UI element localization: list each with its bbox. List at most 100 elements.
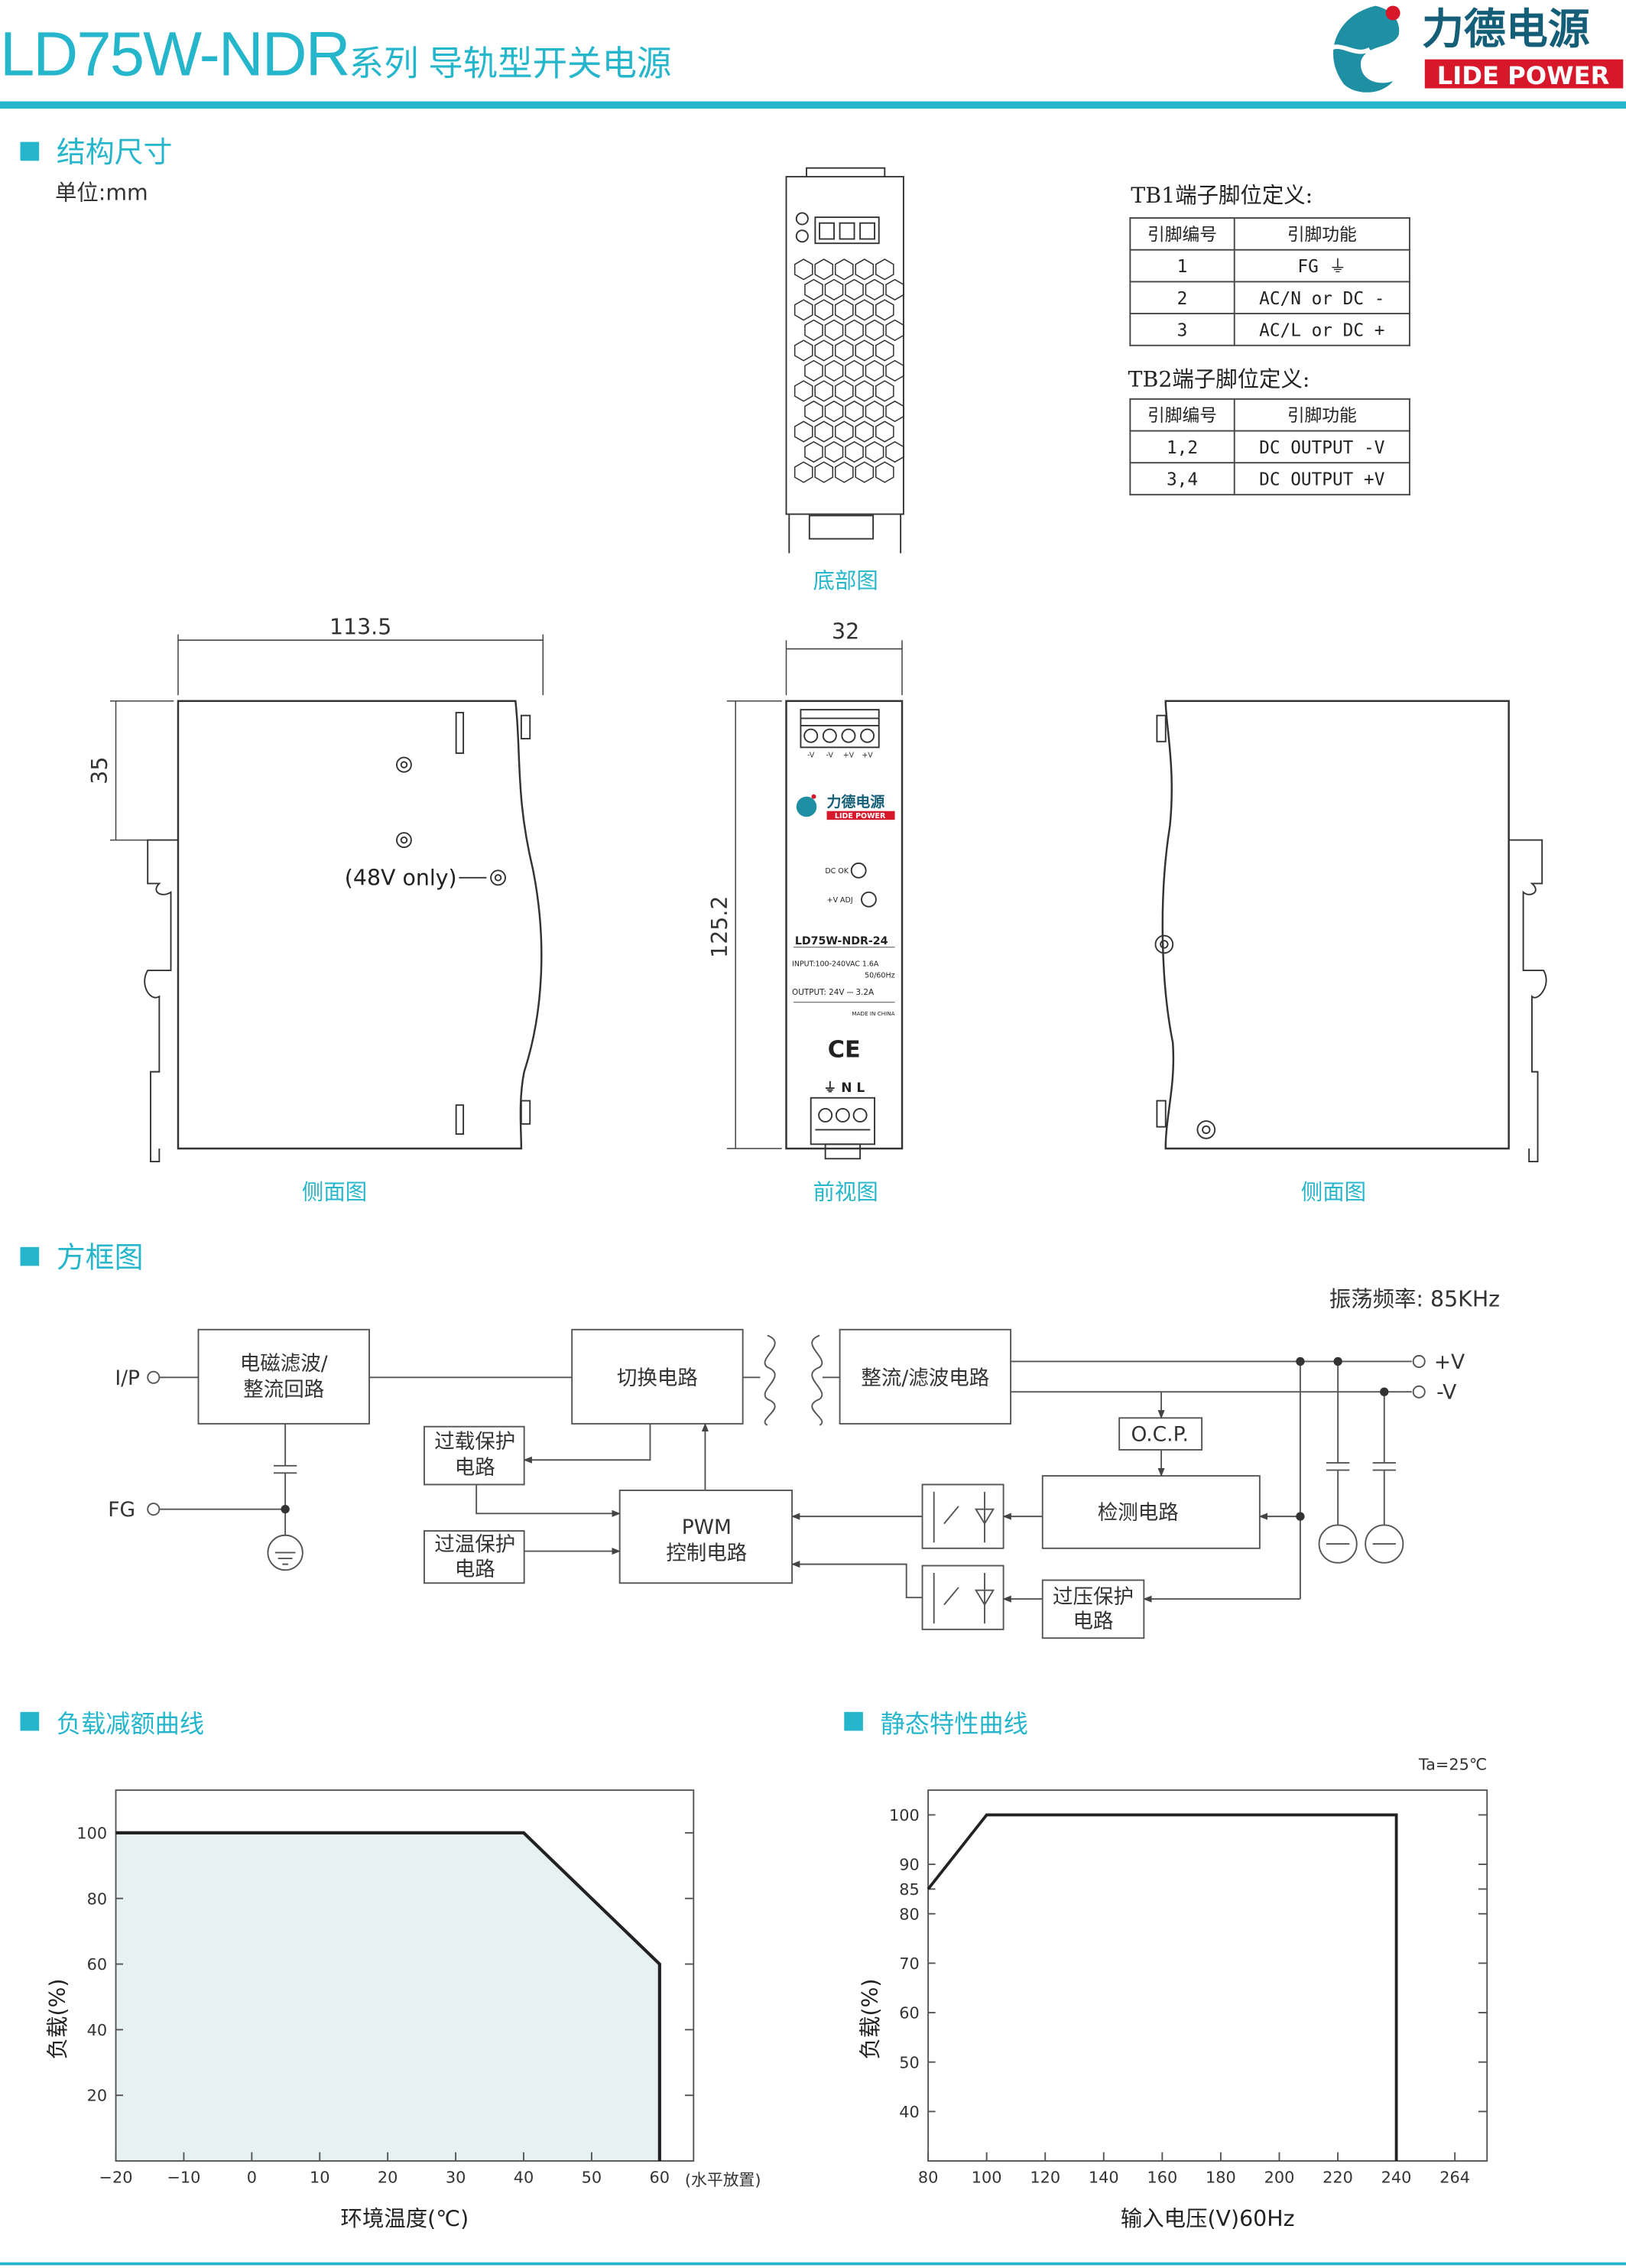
vent-hole [875, 258, 894, 281]
x-tick-label: 100 [972, 2168, 1002, 2186]
pin-function: AC/N or DC - [1233, 281, 1410, 315]
vent-hole [794, 340, 813, 362]
pin-function: DC OUTPUT -V [1233, 430, 1410, 464]
section-title: 结构尺寸 [56, 135, 173, 170]
x-tick-label: 0 [247, 2168, 257, 2186]
vent-hole [794, 380, 813, 402]
section-block-diagram: 方框图 [20, 1234, 144, 1276]
pin-function: FG ⏚ [1233, 249, 1410, 283]
vent-hole [845, 319, 864, 341]
panel-logo-icon [796, 796, 817, 817]
chart-annotation: Ta=25℃ [1418, 1756, 1487, 1774]
vent-hole [814, 340, 834, 362]
vent-hole [855, 299, 875, 321]
left-side-view-label: 侧面图 [301, 1178, 368, 1205]
ovp-block [1041, 1579, 1145, 1639]
olp-label-1: 过载保护 [434, 1430, 515, 1454]
rect-label: 整流/滤波电路 [861, 1366, 989, 1390]
vent-hole [824, 400, 844, 423]
vent-holes [794, 258, 904, 483]
y-tick-label: 40 [87, 2021, 108, 2039]
x-tick-label: 180 [1206, 2168, 1236, 2186]
vent-hole [824, 440, 844, 463]
plot-frame [115, 1789, 695, 2162]
logo-cn: 力德电源 [1422, 5, 1590, 54]
vent-hole [834, 299, 854, 321]
dim-height: 125.2 [709, 896, 732, 958]
x-tick-label: 60 [650, 2168, 670, 2186]
vent-hole [804, 440, 823, 463]
pwm-label-1: PWM [682, 1516, 732, 1539]
v-adj-knob-icon [861, 891, 877, 908]
y-tick-label: 40 [899, 2103, 920, 2121]
x-tick-label: −20 [99, 2168, 133, 2186]
table-header-row: 引脚编号引脚功能 [1129, 398, 1410, 432]
vent-hole [814, 421, 834, 443]
vent-hole [834, 258, 854, 281]
detect-circuit-block [1041, 1475, 1261, 1549]
y-tick-label: 100 [889, 1806, 920, 1824]
vent-hole [865, 319, 884, 341]
pin-number: 3,4 [1129, 462, 1235, 496]
vent-hole [845, 400, 864, 423]
input-terminal-labels: ⏚ N L [823, 1080, 865, 1096]
x-tick-label: 20 [378, 2168, 398, 2186]
front-view-label: 前视图 [813, 1178, 878, 1205]
oscillation-frequency: 振荡频率: 85KHz [1329, 1285, 1501, 1313]
left-side-view-drawing: 113.5 35 (48V only) [87, 615, 544, 1163]
y-tick-label: 100 [76, 1824, 107, 1842]
vminus-label: -V [1436, 1381, 1456, 1405]
vent-hole [875, 421, 894, 443]
olp-label-2: 电路 [455, 1456, 495, 1480]
fg-label: FG [108, 1498, 135, 1522]
x-axis-label: 环境温度(℃) [341, 2206, 469, 2231]
section-structure: 结构尺寸 [20, 129, 173, 171]
vent-hole [855, 258, 875, 281]
data-line [927, 1813, 1398, 2161]
block-diagram: 电磁滤波/ 整流回路 切换电路 整流/滤波电路 过载保护 电路 过温保护 电路 … [108, 1328, 1465, 1639]
x-tick-label: 140 [1089, 2168, 1119, 2186]
dc-ok-led-icon [850, 862, 867, 879]
switch-label: 切换电路 [617, 1366, 698, 1390]
x-tick-label: 80 [918, 2168, 939, 2186]
y-tick-label: 70 [899, 1954, 920, 1973]
vent-hole [794, 461, 813, 483]
pin-function: DC OUTPUT +V [1233, 462, 1410, 496]
section-marker-icon [20, 141, 40, 161]
pwm-label-2: 控制电路 [666, 1542, 747, 1565]
terminal-label: +V [862, 752, 873, 760]
vent-hole [814, 380, 834, 402]
y-tick-label: 85 [899, 1880, 920, 1899]
x-tick-label: 160 [1147, 2168, 1177, 2186]
vent-hole [834, 380, 854, 402]
x-tick-label: 40 [514, 2168, 534, 2186]
vplus-label: +V [1434, 1350, 1465, 1374]
pin-number: 3 [1129, 313, 1235, 346]
x-tick-label: 50 [582, 2168, 602, 2186]
ip-label: I/P [115, 1366, 140, 1390]
y-tick-label: 90 [899, 1856, 920, 1874]
plot-frame [927, 1789, 1488, 2162]
x-axis-label: 输入电压(V)60Hz [1121, 2206, 1295, 2231]
x-tick-label: 10 [310, 2168, 330, 2186]
emi-label-1: 电磁滤波/ [240, 1352, 328, 1376]
otp-label-1: 过温保护 [434, 1533, 515, 1557]
vent-hole [855, 380, 875, 402]
emi-label-2: 整流回路 [243, 1378, 324, 1402]
vent-hole [855, 421, 875, 443]
x-tick-label: −10 [167, 2168, 200, 2186]
right-side-view-drawing [1154, 700, 1547, 1163]
footer-divider [0, 2262, 1626, 2266]
panel-logo-en: LIDE POWER [835, 812, 886, 820]
vent-hole [875, 340, 894, 362]
header-divider [0, 101, 1626, 109]
pin-number: 1,2 [1129, 430, 1235, 464]
vent-hole [885, 440, 904, 463]
section-marker-icon [844, 1711, 863, 1731]
dim-depth: 32 [832, 619, 859, 644]
vent-hole [794, 421, 813, 443]
